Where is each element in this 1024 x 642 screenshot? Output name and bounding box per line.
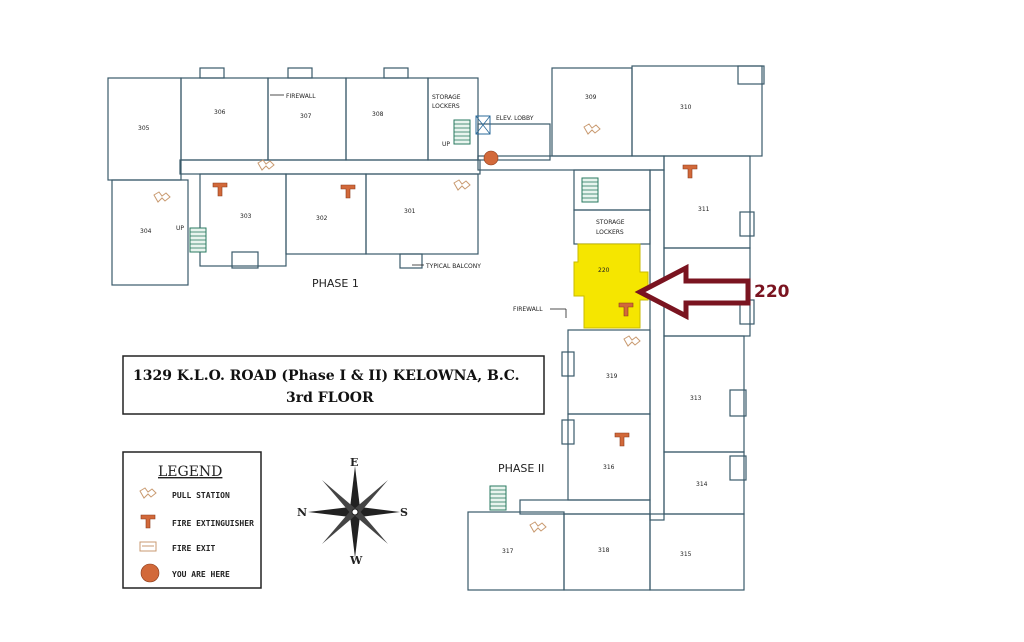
unit-number: 310 bbox=[680, 104, 692, 111]
firewall-label: FIREWALL bbox=[513, 306, 543, 313]
you-are-here-icon bbox=[140, 563, 160, 583]
unit-number: 301 bbox=[404, 208, 416, 215]
compass-label-n: N bbox=[297, 506, 307, 519]
fire-exit-icon bbox=[139, 541, 157, 552]
compass-label-w: W bbox=[349, 554, 363, 567]
unit-number: 304 bbox=[140, 228, 152, 235]
elevator-icon bbox=[475, 115, 491, 135]
unit-number: 305 bbox=[138, 125, 150, 132]
stair-icon bbox=[489, 485, 507, 511]
unit-311-room bbox=[663, 155, 751, 249]
title-box bbox=[122, 355, 545, 415]
firewall-label: FIREWALL bbox=[286, 93, 316, 100]
corridor-connector bbox=[477, 155, 665, 171]
fire-extinguisher-icon bbox=[340, 184, 356, 199]
callout-arrow bbox=[634, 263, 751, 321]
you-are-here-icon bbox=[483, 150, 499, 166]
stair-icon bbox=[581, 177, 599, 203]
corridor-phase1 bbox=[179, 159, 481, 175]
unit-317-room bbox=[467, 511, 565, 591]
unit-number: 303 bbox=[240, 213, 252, 220]
compass-rose bbox=[308, 466, 400, 558]
unit-number: 309 bbox=[585, 94, 597, 101]
unit-number: 314 bbox=[696, 481, 708, 488]
elev-lobby-label: ELEV. LOBBY bbox=[496, 115, 534, 122]
elev-lobby-room bbox=[477, 123, 551, 161]
unit-number: 316 bbox=[603, 464, 615, 471]
fire-extinguisher-icon bbox=[212, 182, 228, 197]
unit-number: 313 bbox=[690, 395, 702, 402]
storage-label: LOCKERS bbox=[432, 103, 460, 110]
unit-number: 318 bbox=[598, 547, 610, 554]
unit-220-highlight[interactable] bbox=[573, 243, 649, 329]
unit-310-room bbox=[631, 65, 763, 157]
fire-extinguisher-icon bbox=[614, 432, 630, 447]
unit-number: 319 bbox=[606, 373, 618, 380]
pull-station-icon bbox=[529, 521, 547, 533]
phase1-building bbox=[107, 67, 481, 286]
legend-item-label: FIRE EXTINGUISHER bbox=[172, 519, 254, 528]
storage-label: STORAGE bbox=[432, 94, 461, 101]
legend-item-label: PULL STATION bbox=[172, 491, 230, 500]
pull-station-icon bbox=[583, 123, 601, 135]
storage-label: LOCKERS bbox=[596, 229, 624, 236]
pull-station-icon bbox=[153, 191, 171, 203]
corridor-phase2 bbox=[649, 169, 665, 521]
unit-306-room bbox=[180, 77, 269, 161]
stair-icon bbox=[189, 227, 207, 253]
page-title: 1329 K.L.O. ROAD (Phase I & II) KELOWNA,… bbox=[133, 368, 520, 384]
pull-station-icon bbox=[453, 179, 471, 191]
phase2-label: PHASE II bbox=[498, 462, 544, 475]
unit-number: 308 bbox=[372, 111, 384, 118]
unit-number: 302 bbox=[316, 215, 328, 222]
compass-label-e: E bbox=[350, 456, 358, 469]
storage-lockers-right-room bbox=[573, 209, 651, 245]
phase2-building bbox=[467, 211, 755, 591]
unit-309-room bbox=[551, 67, 633, 157]
unit-301-room bbox=[365, 173, 479, 255]
stair-up-label: UP bbox=[176, 225, 184, 232]
legend-item-label: YOU ARE HERE bbox=[172, 570, 230, 579]
stair-up-label: UP bbox=[442, 141, 450, 148]
unit-316-room bbox=[567, 413, 651, 501]
unit-220-number: 220 bbox=[598, 267, 610, 274]
unit-number: 315 bbox=[680, 551, 692, 558]
compass-label-s: S bbox=[400, 506, 408, 519]
legend-item-label: FIRE EXIT bbox=[172, 544, 216, 553]
unit-304-room bbox=[111, 179, 189, 286]
unit-number: 317 bbox=[502, 548, 514, 555]
callout-label: 220 bbox=[754, 282, 790, 302]
storage-lockers-top-room bbox=[427, 77, 479, 161]
unit-number: 311 bbox=[698, 206, 710, 213]
storage-label: STORAGE bbox=[596, 219, 625, 226]
unit-308-room bbox=[345, 77, 429, 161]
pull-station-icon bbox=[257, 159, 275, 171]
unit-313-room bbox=[663, 335, 745, 453]
page-subtitle: 3rd FLOOR bbox=[286, 390, 374, 406]
pull-station-icon bbox=[623, 335, 641, 347]
phase1-label: PHASE 1 bbox=[312, 277, 359, 290]
typical-balcony-label: TYPICAL BALCONY bbox=[425, 263, 481, 270]
stair-icon bbox=[453, 119, 471, 145]
unit-number: 307 bbox=[300, 113, 312, 120]
legend-title: LEGEND bbox=[158, 464, 222, 480]
unit-number: 306 bbox=[214, 109, 226, 116]
unit-315-room bbox=[649, 513, 745, 591]
fire-extinguisher-icon bbox=[682, 164, 698, 179]
